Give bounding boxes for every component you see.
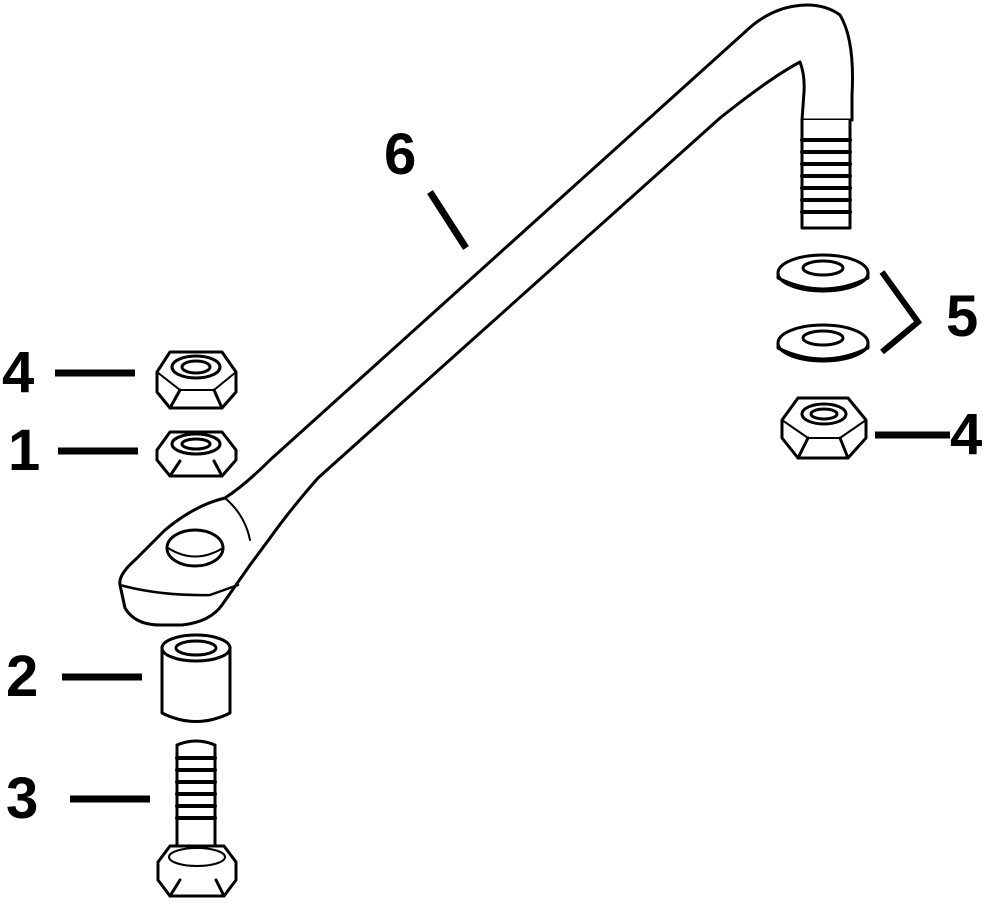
callout-4-left: 4 [2,340,35,405]
callout-1: 1 [8,418,41,483]
bolt-threads [175,756,217,820]
callout-6: 6 [384,122,417,187]
callout-4-right: 4 [950,402,983,467]
bracket-5 [879,270,923,355]
spacer [160,633,232,723]
jam-nut [155,430,238,478]
rod-threads [800,138,852,214]
nut-left [155,350,238,410]
nut-right [780,396,868,460]
washer-upper [776,253,870,293]
washer-lower [776,323,870,363]
leader-line-6 [427,190,469,250]
link-rod [118,3,854,627]
callout-2: 2 [6,644,39,709]
callout-3: 3 [6,766,39,831]
callout-5: 5 [946,284,979,349]
